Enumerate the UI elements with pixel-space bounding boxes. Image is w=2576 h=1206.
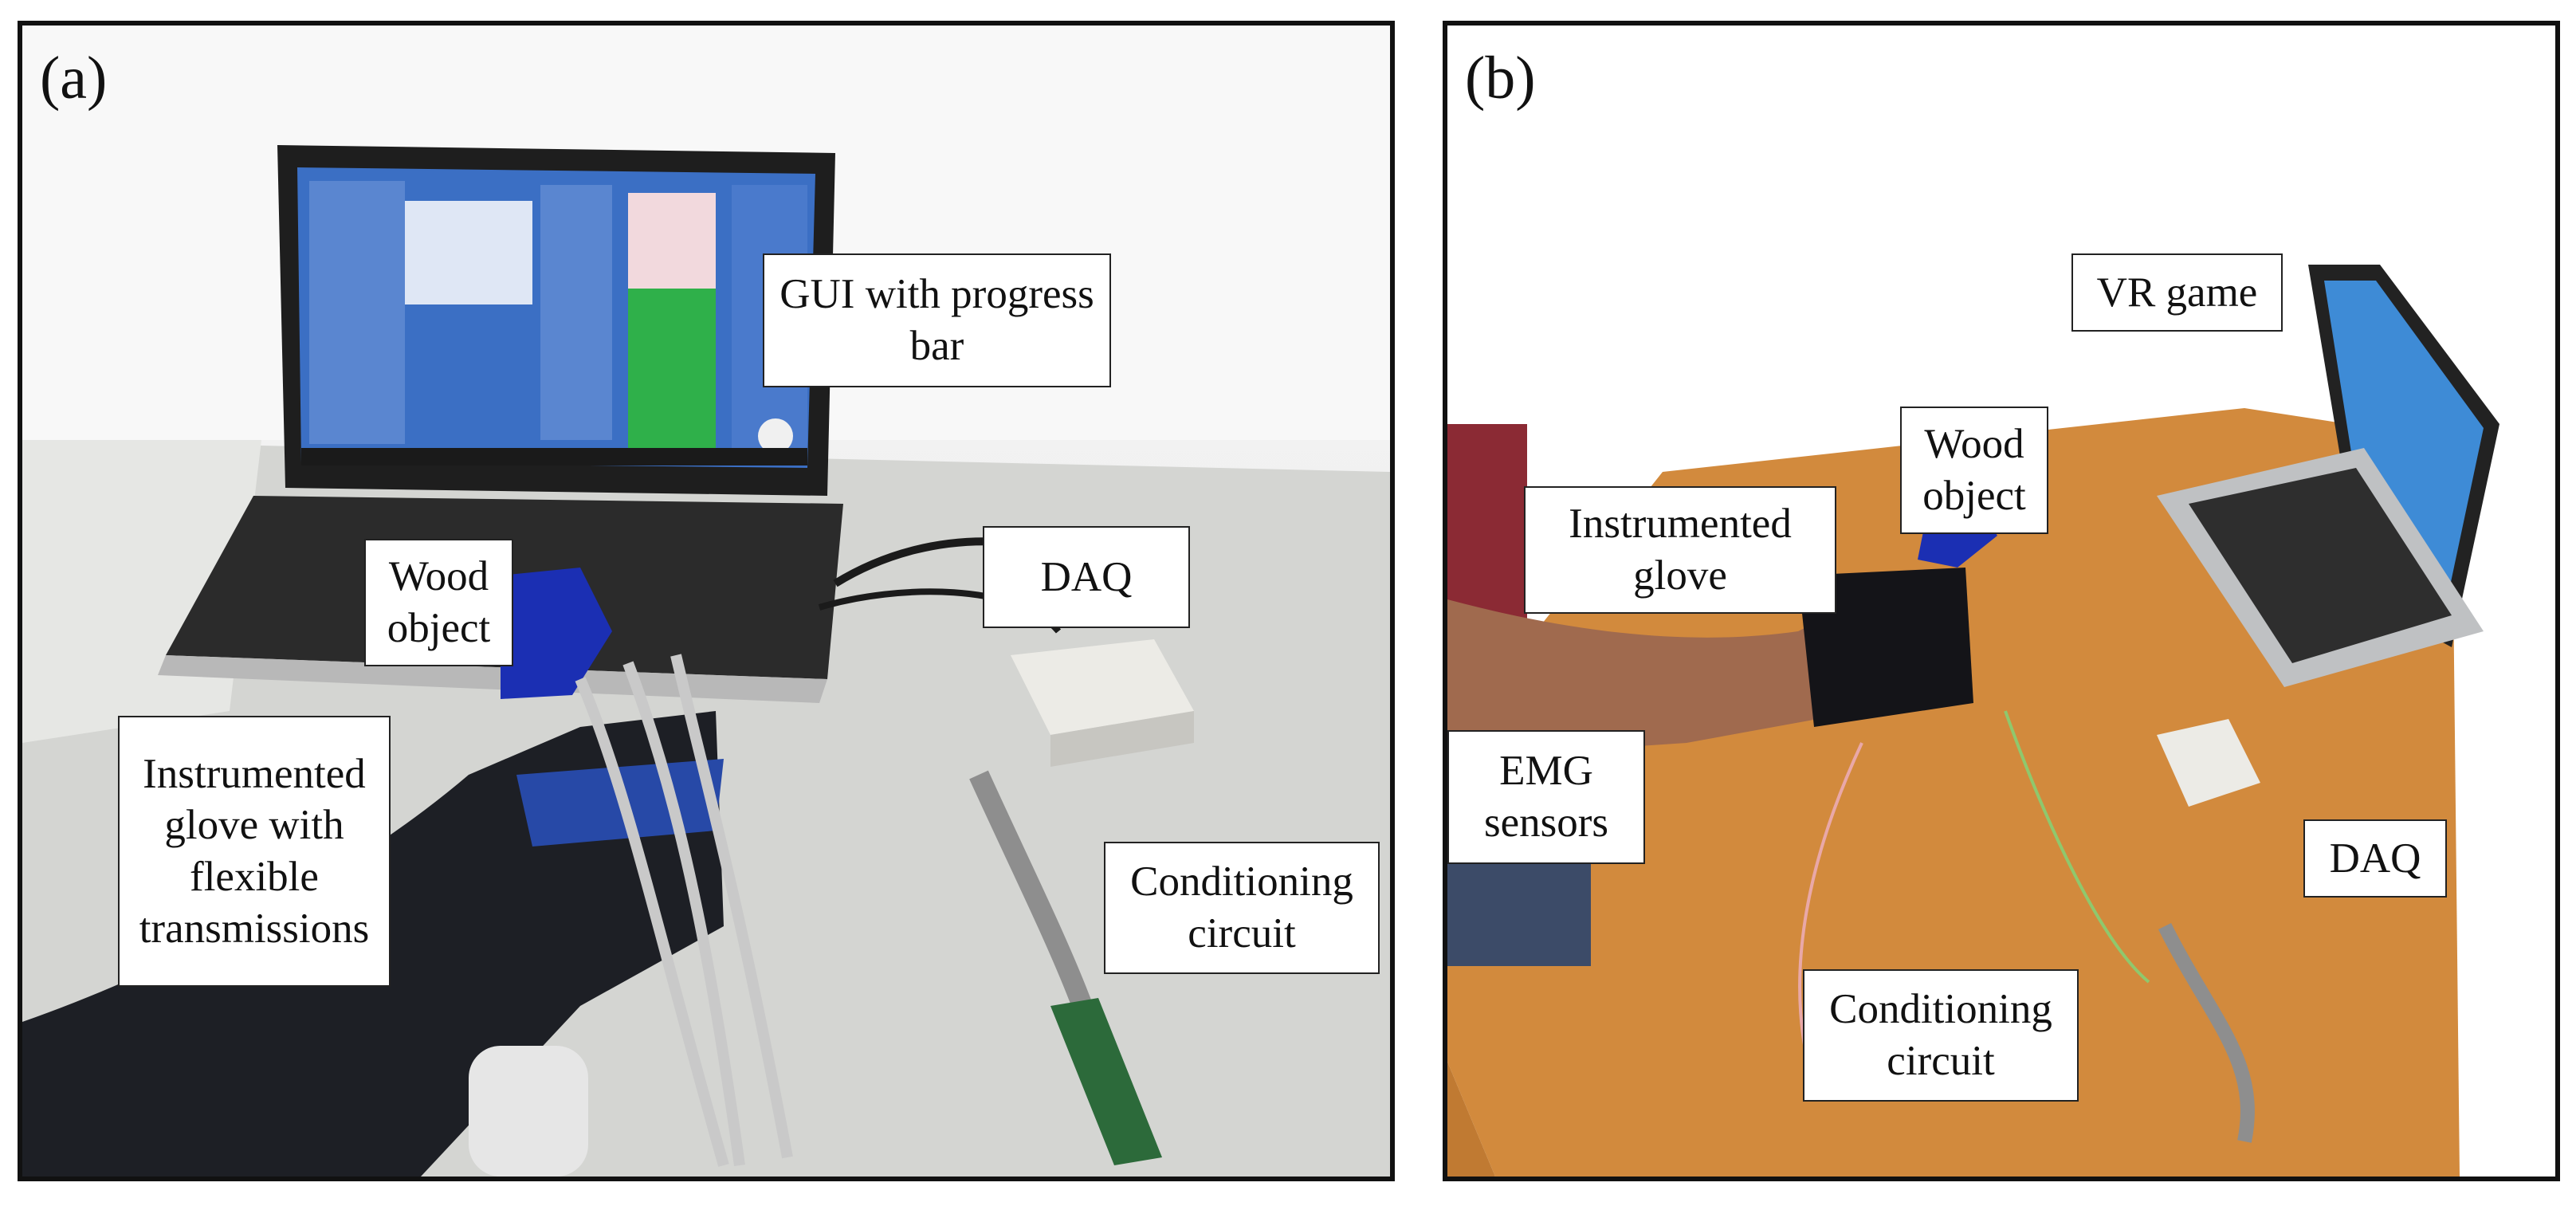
wood-object-a [501,568,612,699]
callout-conditioning-circuit-b: Conditioning circuit [1803,969,2079,1102]
callout-wood-object-a: Wood object [364,539,513,666]
conditioning-board-a [1050,998,1162,1165]
callout-gui-progress-bar: GUI with progress bar [763,253,1111,387]
laptop-b [2157,265,2499,687]
panel-b-label: (b) [1465,45,1536,112]
panel-b: (b) VR game Wood object Instrumented glo… [1443,21,2560,1181]
daq-device-b [2157,719,2260,807]
daq-device-a [1011,639,1194,767]
callout-instrumented-glove-b: Instrumented glove [1524,486,1836,614]
laptop-a [158,145,843,703]
callout-vr-game: VR game [2071,253,2283,332]
progress-bar-fill [628,289,716,456]
callout-daq-a: DAQ [983,526,1190,628]
callout-conditioning-circuit-a: Conditioning circuit [1104,842,1380,974]
callout-instrumented-glove-a: Instrumented glove with flexible transmi… [118,716,391,987]
panel-a: (a) GUI with progress bar Wood object DA… [18,21,1395,1181]
panel-a-label: (a) [40,45,108,112]
callout-wood-object-b: Wood object [1900,407,2048,534]
callout-emg-sensors: EMG sensors [1447,730,1645,864]
callout-daq-b: DAQ [2303,819,2447,898]
